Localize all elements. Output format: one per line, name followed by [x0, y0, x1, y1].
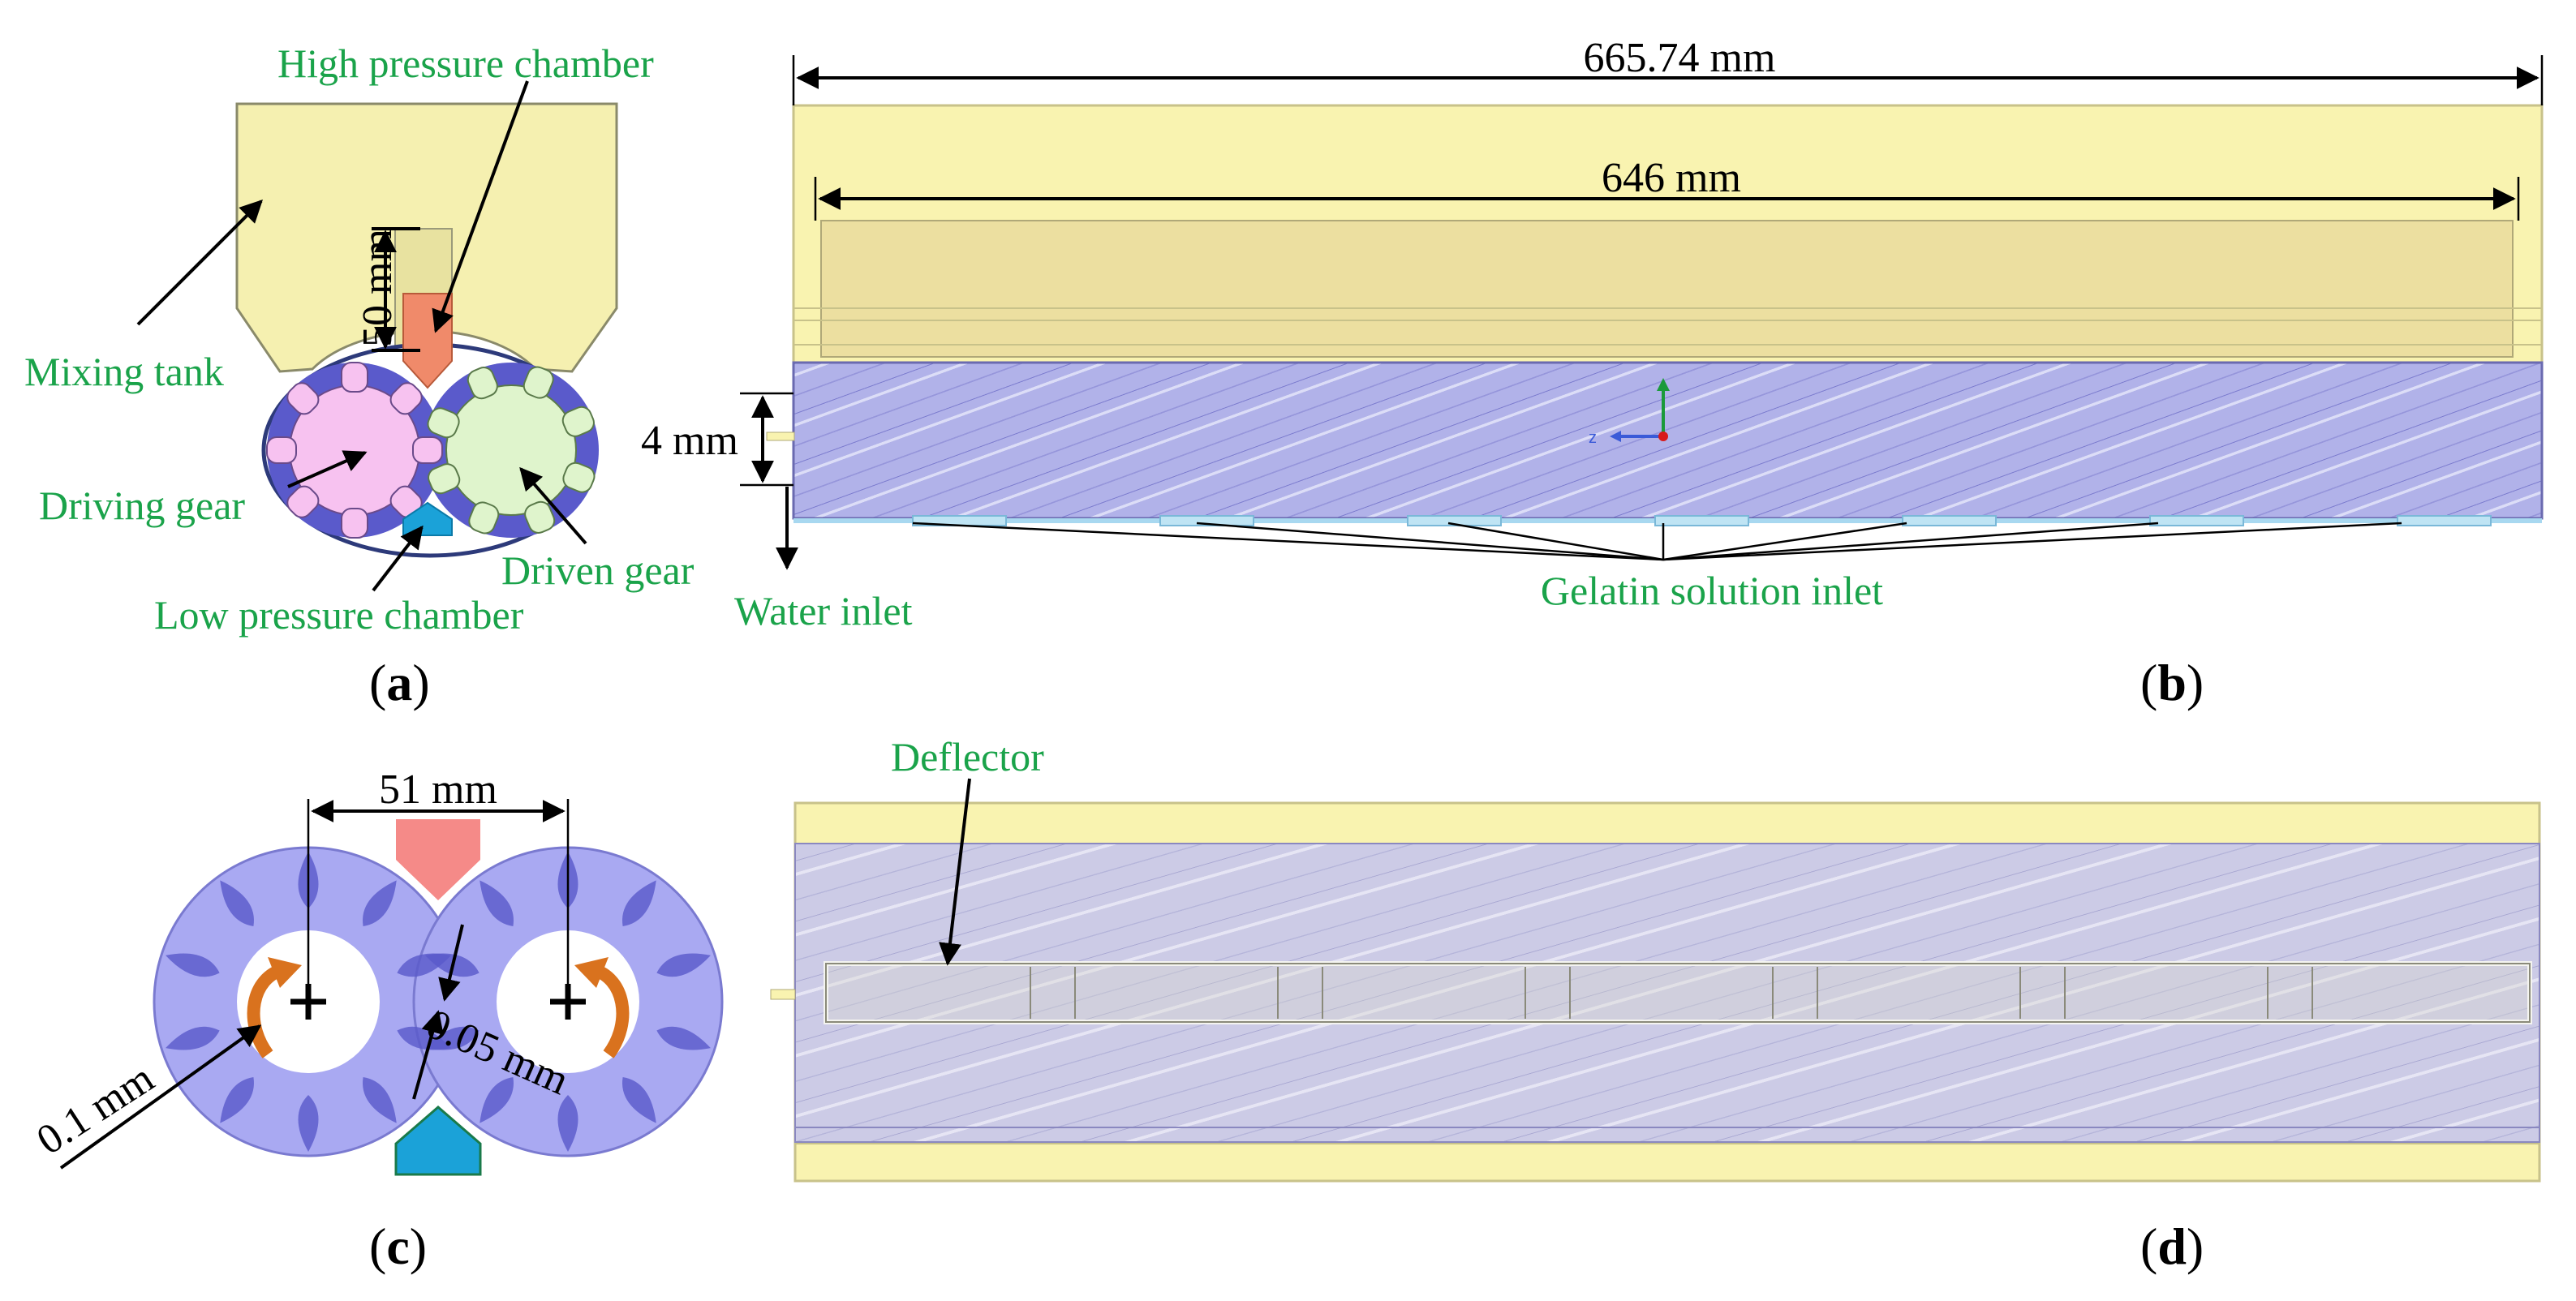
panel-c: 51 mm 0.1 mm 0.05 mm (c)	[28, 766, 724, 1275]
dim-50mm-label: 50 mm	[355, 229, 401, 347]
right-rotation-arrow-icon	[590, 963, 630, 1058]
mixing-tank-label: Mixing tank	[24, 349, 224, 394]
gelatin-inlet-slots	[912, 515, 2492, 526]
dim-51mm-label: 51 mm	[379, 766, 497, 813]
gelatin-inlet-label: Gelatin solution inlet	[1541, 568, 1883, 613]
panel-d: Deflector (d)	[770, 734, 2541, 1275]
panel-d-label: (d)	[2140, 1217, 2204, 1275]
deflector-shape	[824, 961, 2532, 1024]
panel-b: z 665.74 mm 646 mm 4 mm Water inlet	[641, 35, 2544, 711]
panel-a-label: (a)	[369, 654, 430, 711]
driven-gear-shape	[427, 366, 596, 535]
dim-inner-label: 646 mm	[1602, 155, 1741, 201]
low-pressure-chamber-label: Low pressure chamber	[154, 592, 524, 638]
driven-gear-label: Driven gear	[501, 547, 695, 593]
axis-triad: z	[1589, 378, 1670, 447]
low-pressure-chamber-c	[394, 1106, 482, 1176]
high-pressure-chamber-label: High pressure chamber	[277, 41, 654, 86]
panel-c-label: (c)	[369, 1217, 427, 1275]
panel-a: 50 mm High pressure chamber Mixing tank …	[24, 41, 695, 711]
driving-gear-shape	[266, 362, 443, 539]
high-pressure-chamber-c	[396, 819, 480, 900]
deflector-label: Deflector	[891, 734, 1044, 779]
tank-inner	[820, 220, 2514, 358]
panel-b-label: (b)	[2140, 654, 2204, 711]
water-inlet-label: Water inlet	[734, 588, 913, 633]
gelatin-inlet-leaders	[912, 522, 2402, 561]
driving-gear-label: Driving gear	[39, 483, 245, 528]
axis-z-label: z	[1589, 429, 1597, 447]
dim-4mm-label: 4 mm	[641, 418, 738, 464]
left-rotor-lobes	[166, 852, 451, 1152]
dim-total-label: 665.74 mm	[1584, 35, 1776, 81]
